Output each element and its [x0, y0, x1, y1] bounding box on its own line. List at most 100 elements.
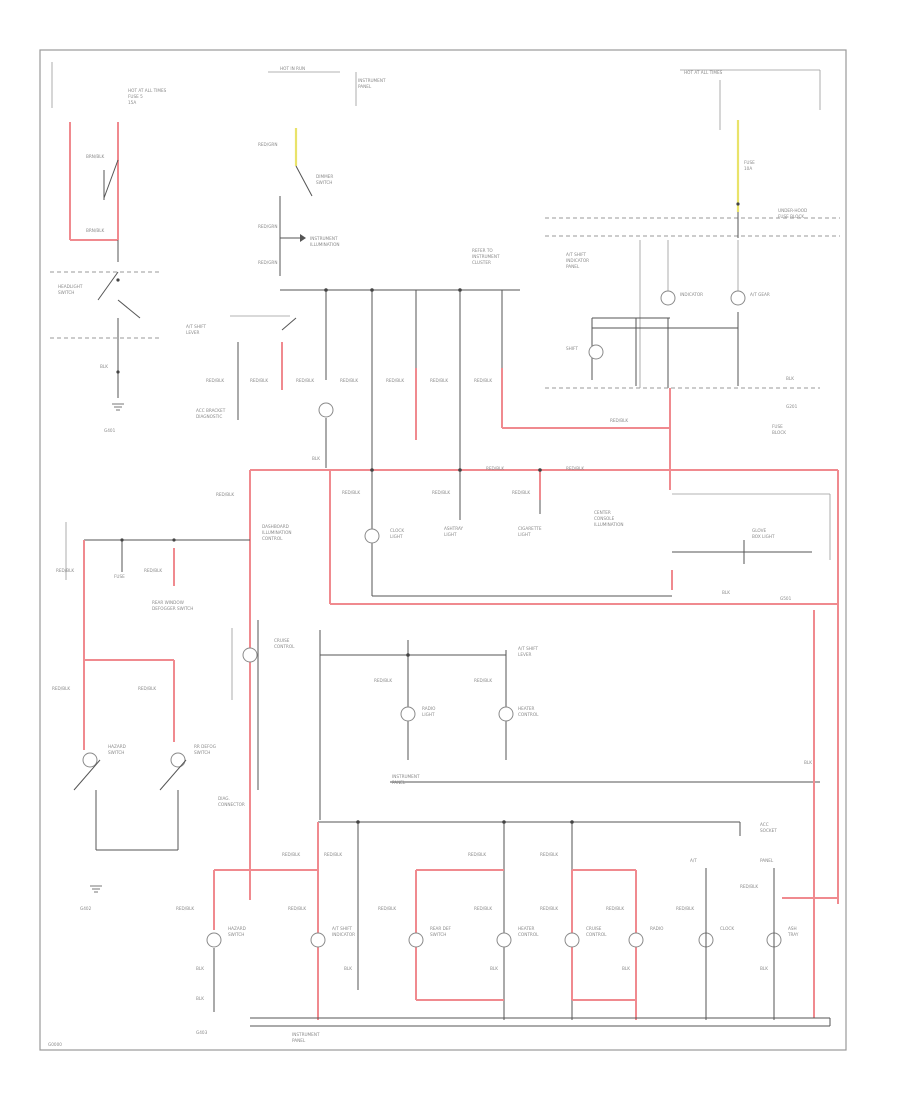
bulb-icon	[318, 402, 334, 418]
svg-text:INDICATOR: INDICATOR	[680, 292, 703, 297]
svg-text:BLK: BLK	[196, 966, 204, 971]
svg-text:SWITCH: SWITCH	[316, 180, 332, 185]
svg-text:RED/GRN: RED/GRN	[258, 142, 277, 147]
svg-text:G401: G401	[104, 428, 116, 433]
svg-text:A/T: A/T	[690, 858, 697, 863]
svg-text:G402: G402	[80, 906, 92, 911]
svg-text:RED/BLK: RED/BLK	[176, 906, 194, 911]
svg-text:RED/BLK: RED/BLK	[378, 906, 396, 911]
bulb-icon	[496, 932, 512, 948]
svg-text:PANEL: PANEL	[566, 264, 580, 269]
svg-text:RED/BLK: RED/BLK	[374, 678, 392, 683]
svg-text:RED/BLK: RED/BLK	[144, 568, 162, 573]
svg-text:LEVER: LEVER	[186, 330, 199, 335]
svg-text:REAR DEF: REAR DEF	[430, 926, 452, 931]
svg-text:FUSE: FUSE	[744, 160, 755, 165]
svg-text:RED/BLK: RED/BLK	[324, 852, 342, 857]
svg-text:INDICATOR: INDICATOR	[332, 932, 355, 937]
svg-text:RED/GRN: RED/GRN	[258, 260, 277, 265]
svg-text:RED/BLK: RED/BLK	[282, 852, 300, 857]
svg-text:RED/BLK: RED/BLK	[474, 678, 492, 683]
svg-text:A/T SHIFT: A/T SHIFT	[332, 926, 353, 931]
bulb-icon	[408, 932, 424, 948]
svg-text:BLK: BLK	[804, 760, 812, 765]
svg-text:RED/BLK: RED/BLK	[52, 686, 70, 691]
svg-text:CIGARETTE: CIGARETTE	[518, 526, 542, 531]
ground-icon	[112, 403, 124, 411]
fuse-block-section: HOT AT ALL TIMES FUSE 10A UNDER-HOOD FUS…	[545, 69, 840, 238]
svg-text:REFER TO: REFER TO	[472, 248, 493, 253]
svg-text:BLK: BLK	[760, 966, 768, 971]
svg-text:LEVER: LEVER	[518, 652, 531, 657]
svg-text:ASH: ASH	[788, 926, 797, 931]
svg-text:G201: G201	[786, 404, 798, 409]
svg-text:RED/BLK: RED/BLK	[606, 906, 624, 911]
svg-text:HOT AT ALL TIMES: HOT AT ALL TIMES	[128, 88, 167, 93]
svg-text:REAR WINDOW: REAR WINDOW	[152, 600, 184, 605]
svg-text:SWITCH: SWITCH	[58, 290, 74, 295]
svg-text:LIGHT: LIGHT	[422, 712, 435, 717]
bulb-icon	[498, 706, 514, 722]
svg-text:INSTRUMENT: INSTRUMENT	[472, 254, 500, 259]
svg-text:RED/BLK: RED/BLK	[296, 378, 314, 383]
svg-text:CLOCK: CLOCK	[720, 926, 734, 931]
svg-text:LIGHT: LIGHT	[518, 532, 531, 537]
svg-text:RED/BLK: RED/BLK	[288, 906, 306, 911]
svg-text:RED/BLK: RED/BLK	[206, 378, 224, 383]
bulb-icon	[364, 528, 380, 544]
svg-text:INSTRUMENT: INSTRUMENT	[310, 236, 338, 241]
svg-text:HOT IN RUN: HOT IN RUN	[280, 66, 305, 71]
svg-text:FUSE: FUSE	[772, 424, 783, 429]
svg-text:SWITCH: SWITCH	[194, 750, 210, 755]
svg-text:RED/BLK: RED/BLK	[342, 490, 360, 495]
svg-text:A/T SHIFT: A/T SHIFT	[566, 252, 587, 257]
svg-text:BLK: BLK	[196, 996, 204, 1001]
svg-text:ACC: ACC	[760, 822, 769, 827]
svg-text:G403: G403	[196, 1030, 208, 1035]
svg-text:PANEL: PANEL	[292, 1038, 306, 1043]
svg-text:RED/BLK: RED/BLK	[138, 686, 156, 691]
svg-text:CONTROL: CONTROL	[274, 644, 295, 649]
svg-text:ACC BRACKET: ACC BRACKET	[196, 408, 226, 413]
svg-text:BLK: BLK	[622, 966, 630, 971]
svg-text:RED/BLK: RED/BLK	[474, 906, 492, 911]
indicator-lamp-group: A/T SHIFT INDICATOR PANEL INDICATOR A/T …	[545, 240, 820, 409]
svg-text:HOT AT ALL TIMES: HOT AT ALL TIMES	[684, 70, 723, 75]
bulb-icon	[170, 752, 186, 768]
svg-text:RED/BLK: RED/BLK	[386, 378, 404, 383]
svg-text:G501: G501	[780, 596, 792, 601]
illumination-bus: RED/BLK RED/BLK RED/BLK FUSE BLOCK RED/B…	[216, 424, 839, 904]
svg-text:ASHTRAY: ASHTRAY	[444, 526, 464, 531]
svg-text:RADIO: RADIO	[650, 926, 664, 931]
svg-text:RED/BLK: RED/BLK	[474, 378, 492, 383]
svg-text:SOCKET: SOCKET	[760, 828, 777, 833]
bulb-icon	[82, 752, 98, 768]
svg-text:BLK: BLK	[786, 376, 794, 381]
svg-text:SWITCH: SWITCH	[430, 932, 446, 937]
svg-text:HEATER: HEATER	[518, 926, 535, 931]
bulb-icon	[588, 344, 604, 360]
left-switch-section: DASHBOARD ILLUMINATION CONTROL RED/BLK F…	[52, 522, 292, 911]
svg-text:A/T SHIFT: A/T SHIFT	[518, 646, 539, 651]
svg-text:RED/BLK: RED/BLK	[340, 378, 358, 383]
svg-text:CENTER: CENTER	[594, 510, 611, 515]
svg-text:RED/GRN: RED/GRN	[258, 224, 277, 229]
svg-text:HEATER: HEATER	[518, 706, 535, 711]
svg-text:DASHBOARD: DASHBOARD	[262, 524, 289, 529]
bulb-icon	[206, 932, 222, 948]
svg-text:DIAG.: DIAG.	[218, 796, 230, 801]
svg-text:BOX LIGHT: BOX LIGHT	[752, 534, 775, 539]
svg-text:FUSE BLOCK: FUSE BLOCK	[778, 214, 804, 219]
svg-text:G0000: G0000	[48, 1042, 62, 1047]
svg-text:LIGHT: LIGHT	[444, 532, 457, 537]
ground-icon	[90, 885, 102, 893]
svg-text:SHIFT: SHIFT	[566, 346, 578, 351]
svg-text:CONNECTOR: CONNECTOR	[218, 802, 245, 807]
svg-text:HAZARD: HAZARD	[108, 744, 126, 749]
svg-text:CONTROL: CONTROL	[262, 536, 283, 541]
svg-text:BLK: BLK	[722, 590, 730, 595]
svg-text:BRN/BLK: BRN/BLK	[86, 154, 105, 159]
svg-text:DIAGNOSTIC: DIAGNOSTIC	[196, 414, 222, 419]
svg-text:RED/BLK: RED/BLK	[486, 466, 504, 471]
